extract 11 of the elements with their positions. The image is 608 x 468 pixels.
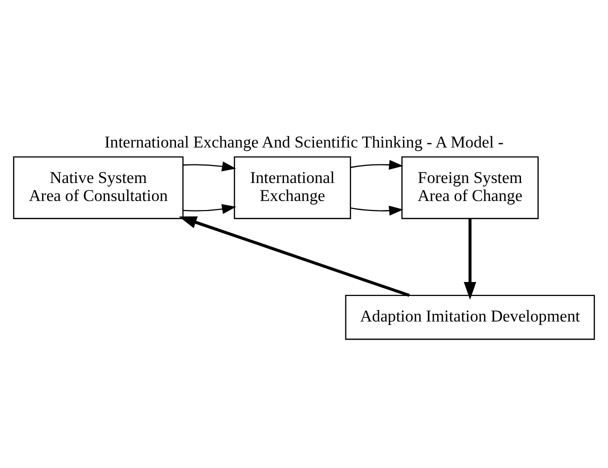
node-box: Native System Area of Consultation bbox=[13, 156, 184, 219]
arrow bbox=[183, 204, 236, 214]
arrow bbox=[464, 218, 476, 300]
arrow bbox=[350, 205, 404, 216]
node-box: Foreign System Area of Change bbox=[401, 156, 539, 219]
arrow bbox=[178, 216, 410, 296]
node-box: International Exchange bbox=[234, 156, 352, 219]
arrow bbox=[350, 159, 404, 170]
diagram-title: International Exchange And Scientific Thinking - A Model - bbox=[104, 132, 504, 152]
node-box: Adaption Imitation Development bbox=[345, 294, 595, 340]
arrow bbox=[183, 161, 236, 171]
